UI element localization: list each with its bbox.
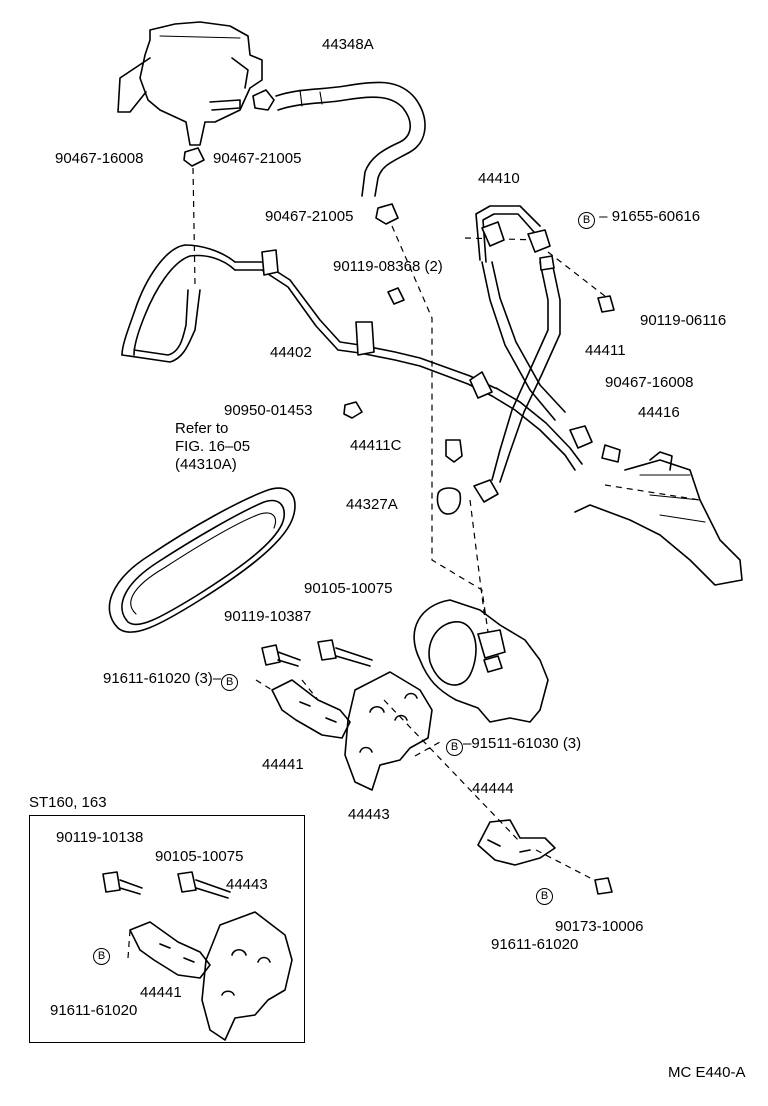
label-bolt-91611-61020-3: 91611-61020 (3)–B [103,670,239,691]
inset-b-bubble: B [93,944,110,965]
power-steering-pump [413,599,549,723]
refer-note-line3: (44310A) [175,456,237,473]
steering-gear [574,444,743,586]
label-bolt-90105-10075: 90105-10075 [304,580,393,597]
refer-note-line1: Refer to [175,420,229,437]
label-clamp-90467-21005-top: 90467-21005 [213,150,302,167]
b-bubble-icon: B [93,948,110,965]
label-hose-44348a: 44348A [322,36,374,53]
clip-90950-01453-shape [343,401,363,419]
label-tube-44410: 44410 [478,170,520,187]
label-clamp-90467-16008-right: 90467-16008 [605,374,694,391]
label-hose-44411: 44411 [585,342,626,359]
inset-label-bracket-44441: 44441 [140,984,182,1001]
drive-belt-44310a [108,487,296,633]
reservoir-tank [117,21,275,146]
mounting-bolts-main [261,639,373,667]
label-clamp-90467-21005-mid: 90467-21005 [265,208,354,225]
nut-90173-10006-shape [594,877,613,895]
tube-44410-hose-44411 [473,205,593,503]
b-bubble-icon: B [446,739,463,756]
b-bubble-icon: B [578,212,595,229]
b-bubble-icon: B [221,674,239,691]
bolt-90119-06116-shape [597,295,615,313]
label-bolt-90119-08368: 90119-08368 (2) [333,258,443,275]
label-bolt-91655-60616: B – 91655-60616 [578,208,700,229]
inset-label-bolt-90105-10075: 90105-10075 [155,848,244,865]
label-bracket-44444: 44444 [472,780,514,797]
label-bolt-44411c: 44411C [350,437,402,454]
label-clamp-90467-16008-top: 90467-16008 [55,150,144,167]
refer-note-line2: FIG. 16–05 [175,438,251,455]
bolt-90119-08368-shape [387,287,405,305]
inset-box [29,815,305,1043]
diagram-code: MC E440-A [668,1064,746,1081]
label-bolt-90119-10387: 90119-10387 [224,608,312,625]
label-bolt-91511-61030-3: B–91511-61030 (3) [446,735,581,756]
bracket-44443-shape [344,671,433,791]
inset-label-bracket-44443: 44443 [226,876,268,893]
inset-label-bolt-90119-10138: 90119-10138 [56,829,144,846]
inset-label-bolt-91611-61020: 91611-61020 [50,1002,138,1019]
label-bolt-90119-06116: 90119-06116 [640,312,727,329]
bracket-44444-shape [477,819,556,866]
bracket-44441-shape [271,679,351,739]
label-nut-90173-10006: 90173-10006 [555,918,644,935]
clamp-90467-16008-shape [183,147,205,167]
label-clip-90950-01453: 90950-01453 [224,402,313,419]
pressure-tube-44402 [121,244,583,471]
inset-drawing [102,871,293,1041]
bolt-44411c-shape [445,439,463,463]
gasket-44327a-shape [436,487,462,515]
label-tube-44402: 44402 [270,344,312,361]
return-hose-44348a [275,81,426,225]
label-bracket-44443: 44443 [348,806,390,823]
label-gasket-44327a: 44327A [346,496,398,513]
b-bubble-icon: B [536,888,553,905]
label-bracket-44441: 44441 [262,756,304,773]
label-bolt-91611-61020: 91611-61020 [491,936,579,953]
b-bubble-91611: B [536,884,553,905]
label-union-44416: 44416 [638,404,680,421]
inset-title: ST160, 163 [29,794,107,811]
